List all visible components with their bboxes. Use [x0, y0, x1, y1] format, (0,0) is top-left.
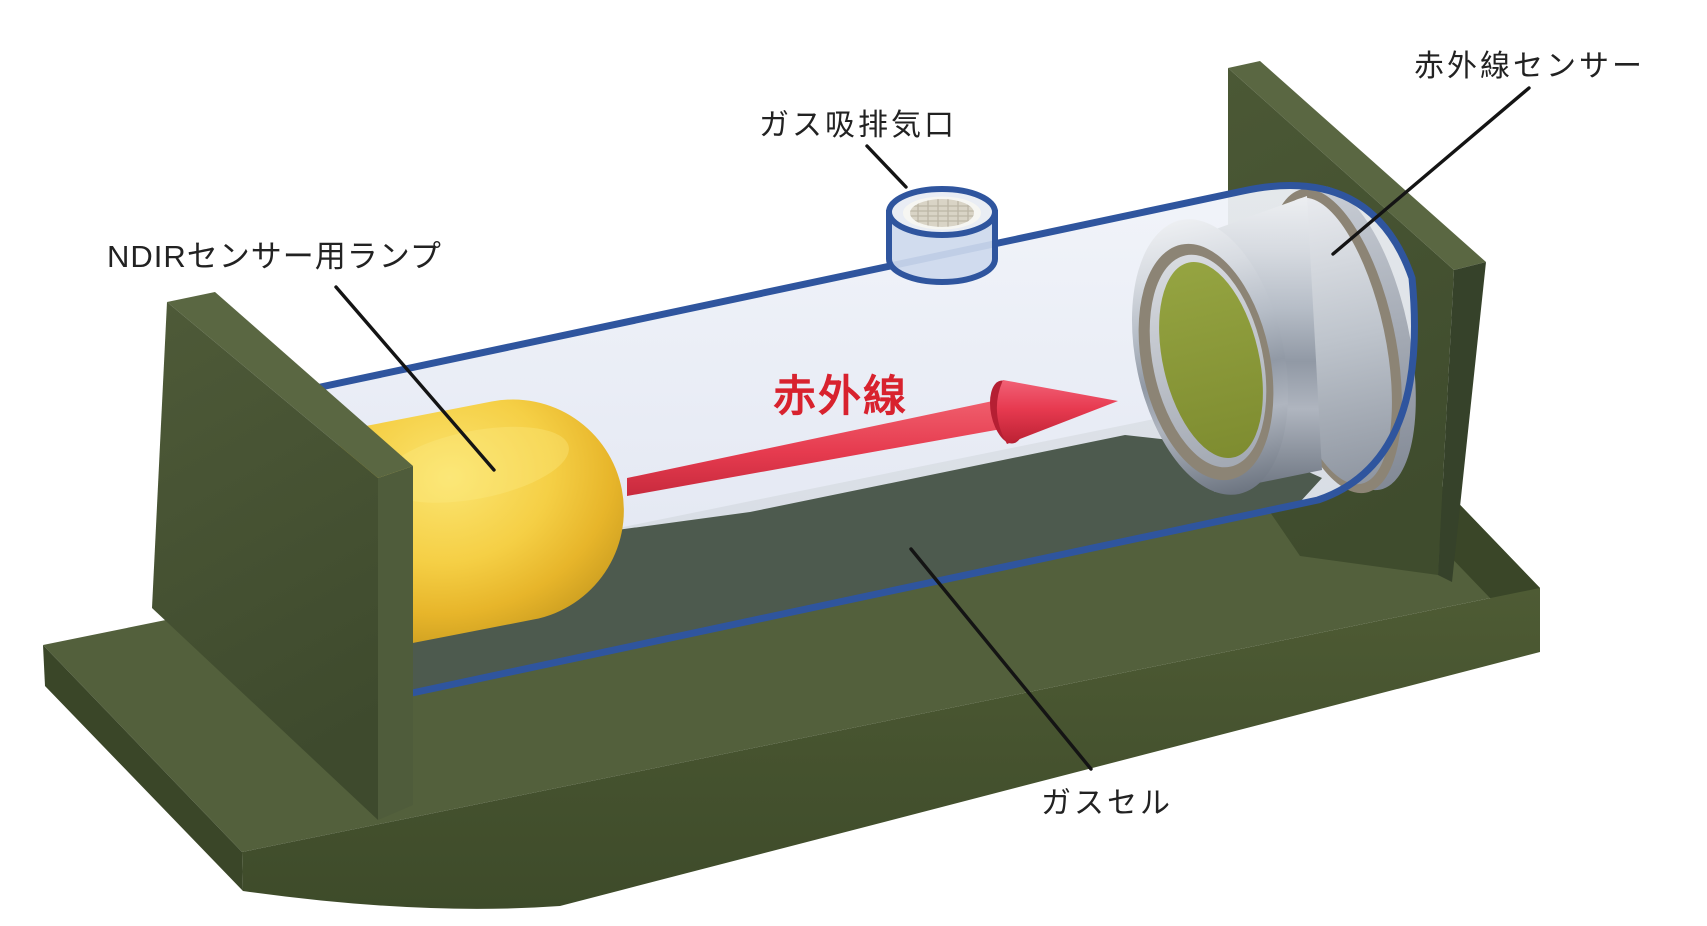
arrow-shaft — [627, 398, 1007, 496]
gas-port-label: ガス吸排気口 — [759, 109, 957, 142]
gas-port — [886, 186, 998, 285]
arrow-cone — [996, 380, 1118, 444]
leader-line-gas-cell — [909, 547, 1093, 771]
base-front-face — [242, 588, 1540, 909]
ir-sensor-label: 赤外線センサー — [1414, 50, 1645, 83]
infrared-beam-label: 赤外線 — [773, 373, 908, 421]
leader-line-gas-port — [865, 144, 908, 189]
left-wall-top-edge — [167, 292, 413, 478]
left-wall — [152, 292, 413, 820]
ir-beam-arrow — [627, 380, 1118, 496]
right-wall-side-face — [1438, 262, 1486, 582]
gas-cell-label: ガスセル — [1041, 787, 1173, 820]
left-wall-side-face — [378, 466, 413, 820]
leader-line-lamp — [334, 285, 496, 472]
tube-interior-back — [408, 435, 1322, 693]
gas-port-mesh — [910, 199, 974, 227]
ir-sensor — [1131, 185, 1416, 495]
right-wall-top-edge — [1228, 61, 1486, 270]
lamp-label: NDIRセンサー用ランプ — [107, 239, 442, 274]
leader-line-ir-sensor — [1331, 86, 1531, 256]
left-wall-front-face — [152, 302, 378, 820]
tube-outline — [298, 182, 1418, 697]
base-left-face — [43, 645, 243, 891]
sensor-window — [1159, 261, 1263, 459]
